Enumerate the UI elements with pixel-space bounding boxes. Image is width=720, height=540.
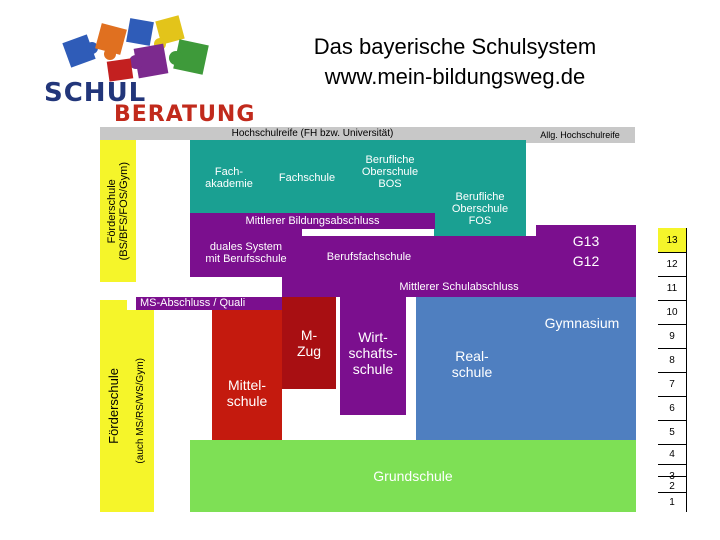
g13-label: G13 (572, 233, 600, 249)
wirtschaftsschule-block: Wirt- schafts- schule (340, 297, 406, 415)
foerderschule-bottom: Förderschule (100, 300, 127, 512)
mittlerer-bildungsabschluss-bar: Mittlerer Bildungsabschluss (190, 213, 435, 229)
page-title: Das bayerische Schulsystem www.mein-bild… (250, 34, 660, 90)
wirtschaftsschule-label: Wirt- schafts- schule (348, 329, 398, 377)
grundschule-label: Grundschule (373, 468, 453, 484)
m-zug-block: M- Zug (282, 297, 336, 389)
berufsfachschule-block: Berufsfachschule (302, 236, 436, 277)
grade-scale-border (686, 228, 687, 512)
mittelschule-block: Mittel- schule (212, 310, 282, 440)
m-zug-label: M- Zug (296, 327, 322, 359)
grade-8: 8 (669, 354, 675, 366)
fos-block: Berufliche Oberschule FOS (434, 140, 526, 236)
title-line-2: www.mein-bildungsweg.de (324, 64, 586, 89)
logo-word-schul: SCHUL (44, 78, 147, 108)
grundschule-block: Grundschule (190, 440, 636, 512)
grade-2: 2 (669, 480, 675, 492)
foerderschule-bottom-sub-label: (auch MS/RS/WS/Gym) (135, 358, 146, 464)
fos-label: Berufliche Oberschule FOS (451, 191, 509, 227)
berufsfachschule-extension (436, 236, 536, 277)
duales-system-block: duales System mit Berufsschule (190, 229, 302, 277)
bos-label: Berufliche Oberschule BOS (361, 154, 419, 190)
g13-g12-block: G13 G12 (536, 225, 636, 277)
foerderschule-top: Förderschule (BS/BFS/FOS/Gym) (100, 140, 136, 282)
grade-13: 13 (658, 228, 686, 252)
hochschulreife-label: Hochschulreife (FH bzw. Universität) (231, 128, 394, 139)
hochschulreife-bar: Hochschulreife (FH bzw. Universität) (100, 127, 525, 140)
grade-1: 1 (669, 496, 675, 508)
foerderschule-top-sub: (BS/BFS/FOS/Gym) (118, 161, 130, 261)
foerderschule-top-label: Förderschule (106, 178, 118, 244)
foerderschule-bottom-sub: (auch MS/RS/WS/Gym) (127, 310, 154, 512)
grade-scale: 13 12 11 10 9 8 7 6 5 4 3 2 1 (658, 228, 686, 512)
realschule-label: Real- schule (451, 347, 493, 380)
mittlerer-schulabschluss-bar: Mittlerer Schulabschluss (282, 277, 636, 297)
grade-9: 9 (669, 330, 675, 342)
mittlerer-schulabschluss-label: Mittlerer Schulabschluss (399, 281, 519, 293)
grade-6: 6 (669, 402, 675, 414)
fachschule-block: Fachschule (268, 140, 346, 216)
duales-system-label: duales System mit Berufsschule (205, 241, 287, 265)
grade-11: 11 (666, 282, 678, 294)
fachakademie-block: Fach- akademie (190, 140, 268, 216)
realschule-block: Real- schule (416, 297, 528, 440)
mittlerer-bildungsabschluss-label: Mittlerer Bildungsabschluss (245, 215, 380, 227)
gymnasium-block: Gymnasium (528, 297, 636, 440)
grade-5: 5 (669, 426, 675, 438)
g12-label: G12 (572, 253, 600, 269)
grade-12: 12 (666, 258, 678, 270)
ms-abschluss-bar: MS-Abschluss / Quali (136, 297, 282, 310)
grade-7: 7 (669, 378, 675, 390)
allg-hochschulreife-label: Allg. Hochschulreife (540, 130, 620, 140)
gymnasium-label: Gymnasium (544, 315, 620, 331)
grade-4: 4 (669, 448, 675, 460)
fachschule-label: Fachschule (278, 172, 336, 184)
fachakademie-label: Fach- akademie (205, 166, 253, 190)
ms-abschluss-label: MS-Abschluss / Quali (140, 297, 246, 309)
foerderschule-bottom-label: Förderschule (106, 368, 121, 444)
logo: SCHUL BERATUNG (40, 12, 254, 132)
logo-word-beratung: BERATUNG (114, 102, 256, 127)
title-line-1: Das bayerische Schulsystem (313, 34, 597, 59)
allg-hochschulreife-bar: Allg. Hochschulreife (525, 127, 635, 143)
puzzle-logo-icon (62, 15, 209, 82)
berufsfachschule-label: Berufsfachschule (326, 250, 412, 263)
mittelschule-label: Mittel- schule (226, 377, 268, 409)
grade-10: 10 (666, 306, 678, 318)
bos-block: Berufliche Oberschule BOS (346, 140, 434, 216)
